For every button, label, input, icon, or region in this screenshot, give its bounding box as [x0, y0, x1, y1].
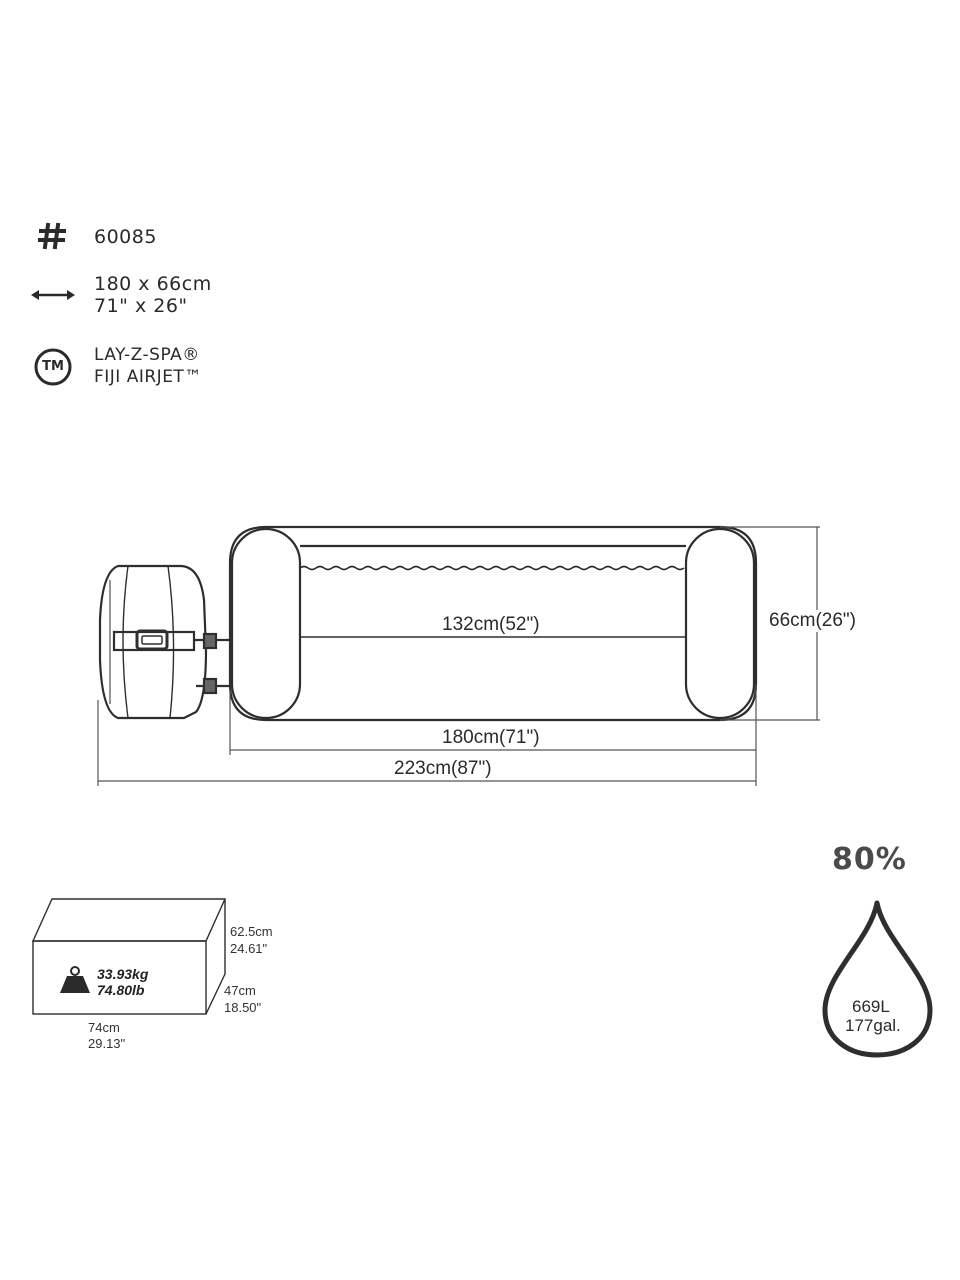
pump-unit — [98, 564, 232, 720]
box-length-cm: 74cm — [88, 1020, 120, 1035]
box-depth-in: 18.50" — [224, 1000, 262, 1015]
weight-lb: 74.80lb — [97, 982, 145, 998]
width-label: 66cm(26") — [767, 610, 858, 632]
double-arrow-icon — [31, 290, 75, 300]
box-depth-cm: 47cm — [224, 983, 256, 998]
size-in: 71" x 26" — [94, 295, 188, 317]
product-line: LAY-Z-SPA® — [94, 345, 200, 365]
total-length-label: 223cm(87") — [392, 758, 494, 780]
size-cm: 180 x 66cm — [94, 273, 212, 295]
model-number: 60085 — [94, 226, 157, 248]
box-height-in: 24.61" — [230, 941, 268, 956]
water-fill-percent: 80% — [832, 842, 907, 877]
spa-length-label: 180cm(71") — [440, 727, 542, 749]
inner-length-label: 132cm(52") — [440, 614, 542, 636]
weight-kg: 33.93kg — [97, 966, 149, 982]
box-height-cm: 62.5cm — [230, 924, 273, 939]
trademark-letters: TM — [42, 359, 64, 374]
spec-list: TM 60085 180 x 66cm 71" x 26" LAY-Z-SPA®… — [0, 0, 400, 420]
water-volume-l: 669L — [852, 997, 890, 1016]
product-name: FIJI AIRJET™ — [94, 367, 202, 387]
box-length-in: 29.13" — [88, 1036, 126, 1051]
weight-icon — [60, 966, 90, 993]
water-volume-gal: 177gal. — [845, 1016, 901, 1035]
